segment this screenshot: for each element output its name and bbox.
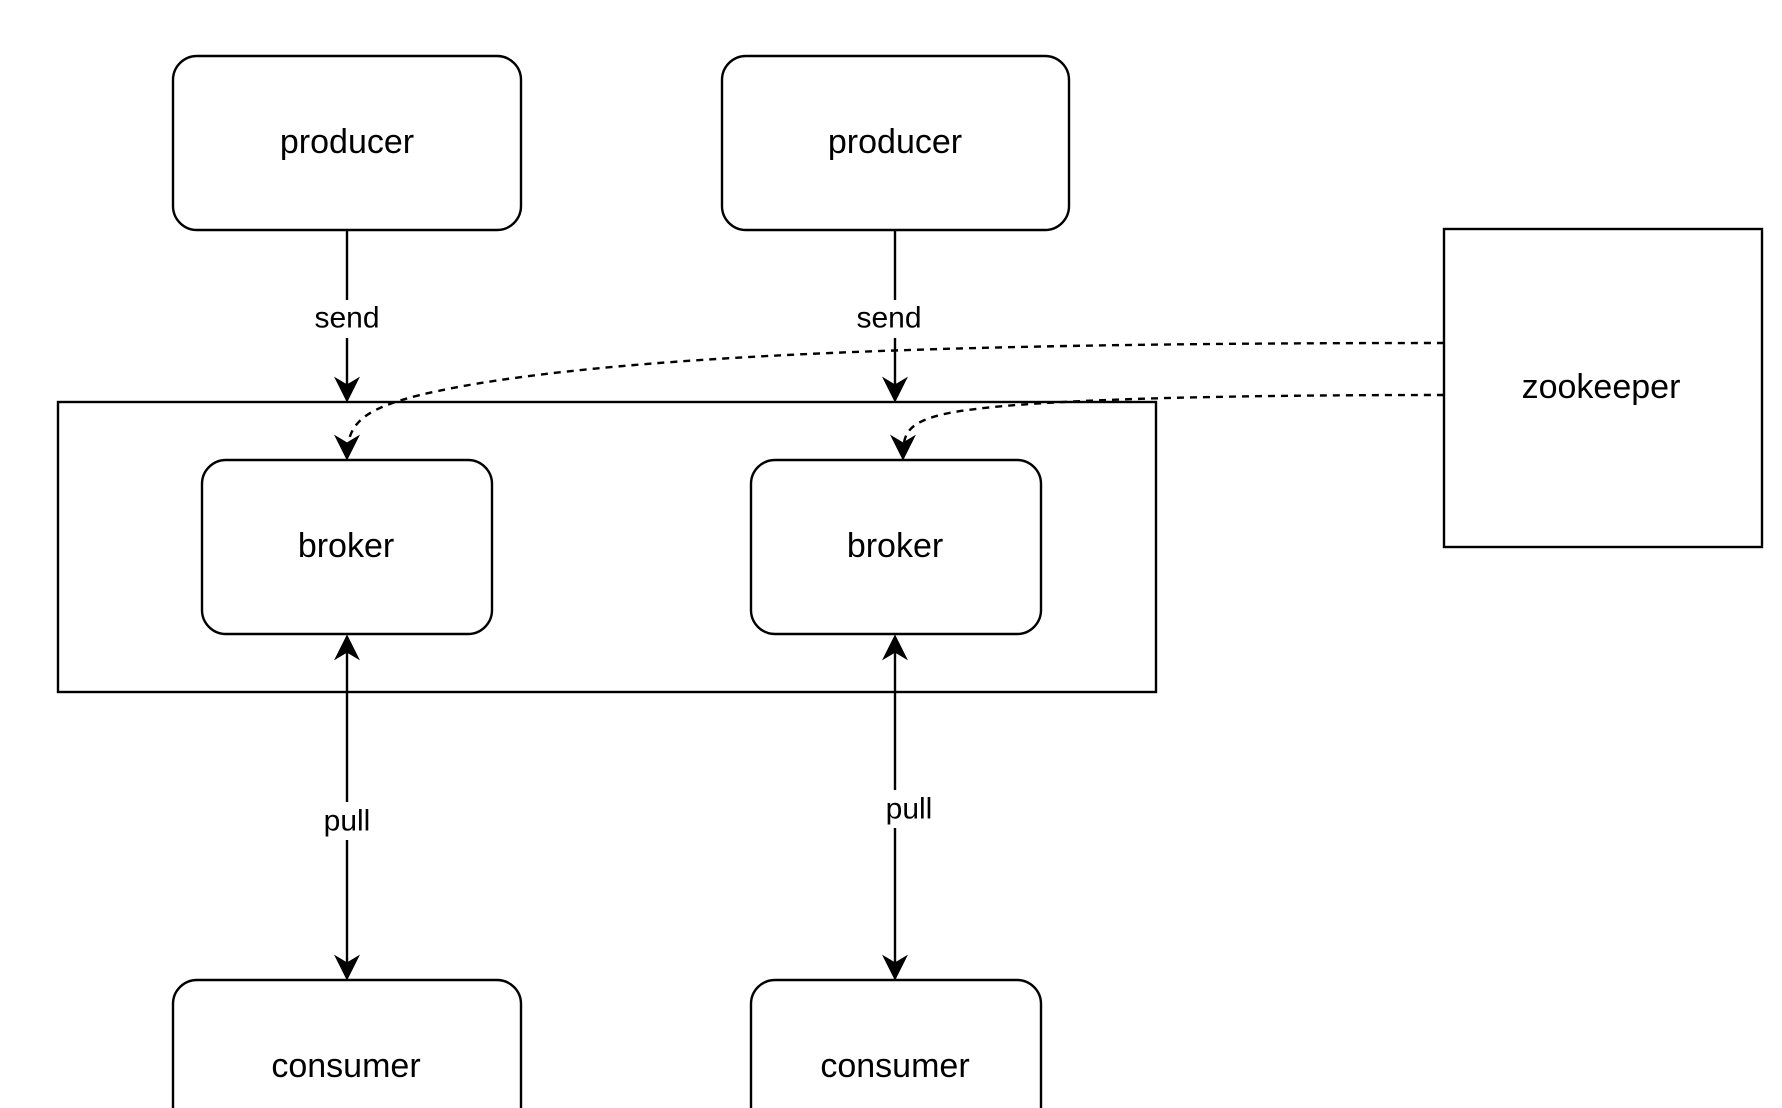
pull-label-2: pull: [886, 793, 933, 826]
zookeeper-to-broker-1-edge: [334, 341, 1445, 461]
pull-label-1-group: pull: [318, 802, 376, 840]
producer-node-2-label: producer: [828, 123, 962, 161]
broker-node-2-label: broker: [847, 527, 943, 565]
consumer-node-1-label: consumer: [271, 1047, 420, 1085]
send-label-1-group: send: [308, 300, 386, 338]
pull-label-2-group: pull: [880, 790, 938, 828]
broker-node-1: broker: [200, 458, 494, 636]
consumer-node-2-label: consumer: [820, 1047, 969, 1085]
pull-label-1: pull: [324, 805, 371, 838]
producer-node-2: producer: [720, 54, 1071, 232]
zookeeper-node: zookeeper: [1442, 227, 1764, 549]
consumer-node-2: consumer: [749, 978, 1043, 1108]
send-label-2: send: [856, 302, 921, 335]
broker-node-1-label: broker: [298, 527, 394, 565]
send-label-1: send: [314, 302, 379, 335]
producer-node-1: producer: [171, 54, 523, 232]
send-label-2-group: send: [850, 300, 930, 338]
consumer-node-1: consumer: [171, 978, 523, 1108]
zookeeper-node-label: zookeeper: [1522, 368, 1681, 406]
producer-node-1-label: producer: [280, 123, 414, 161]
zookeeper-to-broker-2-edge: [890, 393, 1445, 461]
broker-node-2: broker: [749, 458, 1043, 636]
